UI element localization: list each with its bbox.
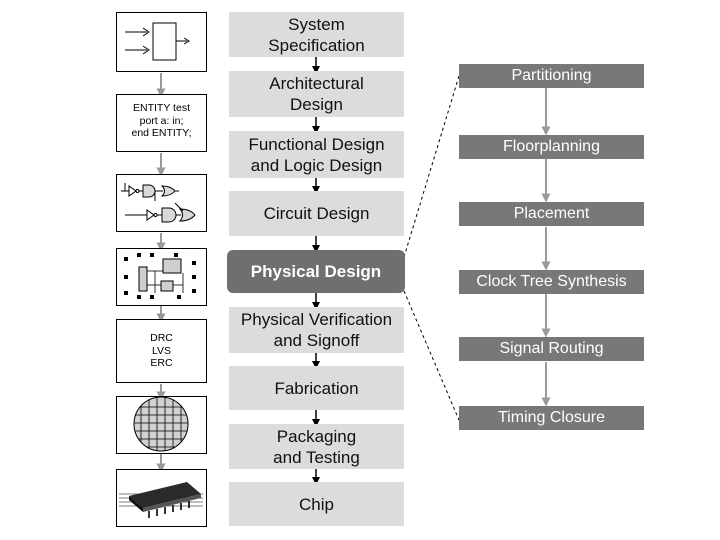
step-functional-logic-design: Functional Design and Logic Design bbox=[229, 131, 404, 178]
substep-clock-tree-synthesis: Clock Tree Synthesis bbox=[459, 270, 644, 294]
vhdl-entity-text: ENTITY test port a: in; end ENTITY; bbox=[131, 102, 192, 139]
block-symbol-icon bbox=[116, 12, 207, 72]
step-physical-verification: Physical Verification and Signoff bbox=[229, 307, 404, 353]
expansion-line-top bbox=[403, 75, 460, 258]
verification-text: DRC LVS ERC bbox=[150, 332, 173, 369]
step-circuit-design: Circuit Design bbox=[229, 191, 404, 236]
layout-icon bbox=[116, 248, 207, 306]
substep-floorplanning: Floorplanning bbox=[459, 135, 644, 159]
wafer-icon bbox=[116, 396, 207, 454]
logic-gates-icon bbox=[116, 174, 207, 232]
step-architectural-design: Architectural Design bbox=[229, 71, 404, 117]
substep-partitioning: Partitioning bbox=[459, 64, 644, 88]
expansion-lines bbox=[403, 75, 460, 421]
packaged-chip-icon bbox=[116, 469, 207, 527]
step-fabrication: Fabrication bbox=[229, 366, 404, 410]
substep-timing-closure: Timing Closure bbox=[459, 406, 644, 430]
verification-checks-icon: DRC LVS ERC bbox=[116, 319, 207, 383]
step-system-specification: System Specification bbox=[229, 12, 404, 57]
step-packaging-testing: Packaging and Testing bbox=[229, 424, 404, 469]
step-physical-design: Physical Design bbox=[227, 250, 405, 293]
substep-placement: Placement bbox=[459, 202, 644, 226]
expansion-line-bottom bbox=[403, 290, 460, 421]
substep-signal-routing: Signal Routing bbox=[459, 337, 644, 361]
step-chip: Chip bbox=[229, 482, 404, 526]
vhdl-code-icon: ENTITY test port a: in; end ENTITY; bbox=[116, 94, 207, 152]
